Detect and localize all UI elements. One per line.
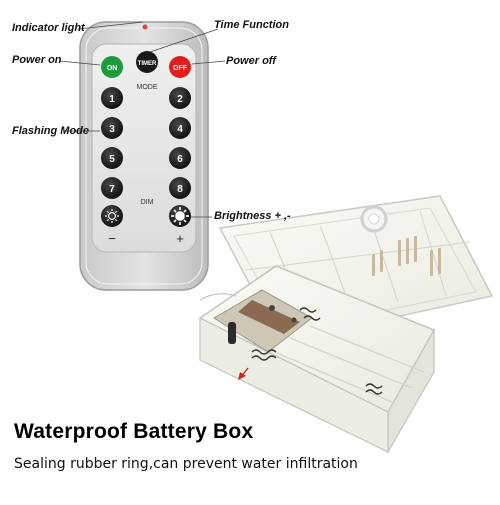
- off-label: OFF: [173, 65, 188, 72]
- indicator-light-icon: [142, 24, 148, 30]
- sun-small-icon: [105, 209, 119, 223]
- mode-button-5[interactable]: [101, 147, 123, 169]
- mode-button-8[interactable]: [169, 177, 191, 199]
- mode-button-label: 4: [177, 124, 183, 135]
- callout-power-on: Power on: [12, 54, 62, 66]
- power-off-button[interactable]: [169, 56, 191, 78]
- callout-brightness: Brightness + ,-: [214, 210, 291, 222]
- dim-label: DIM: [141, 199, 154, 206]
- mode-button-7[interactable]: [101, 177, 123, 199]
- power-on-button[interactable]: [101, 56, 123, 78]
- remote-control: ON TIMER OFF MODE 1 2 3 4 5 6 7 8 DIM − +: [79, 21, 209, 291]
- mode-button-6[interactable]: [169, 147, 191, 169]
- sun-large-icon: [171, 207, 189, 225]
- callout-lines: [59, 21, 226, 218]
- mode-button-label: 7: [109, 184, 115, 195]
- callout-time-function: Time Function: [214, 19, 289, 31]
- power-switch-icon[interactable]: [228, 322, 236, 344]
- plus-label: +: [176, 231, 184, 246]
- mode-button-label: 2: [177, 94, 183, 105]
- mode-button-label: 3: [109, 124, 115, 135]
- timer-button[interactable]: [136, 51, 158, 73]
- mode-button-label: 8: [177, 184, 183, 195]
- mode-button-label: 5: [109, 154, 115, 165]
- callout-indicator-light: Indicator light: [12, 22, 85, 34]
- timer-label: TIMER: [138, 61, 157, 67]
- caption-headline: Waterproof Battery Box: [14, 420, 254, 443]
- lid-engraving: [372, 236, 441, 276]
- minus-label: −: [108, 231, 116, 246]
- on-label: ON: [107, 65, 118, 72]
- mode-button-3[interactable]: [101, 117, 123, 139]
- dim-minus-button[interactable]: [101, 205, 123, 227]
- caption-subtext: Sealing rubber ring,can prevent water in…: [14, 456, 358, 472]
- battery-springs: [251, 307, 383, 395]
- callout-power-off: Power off: [226, 55, 276, 67]
- callout-flashing-mode: Flashing Mode: [12, 125, 89, 137]
- mode-button-label: 6: [177, 154, 183, 165]
- mode-button-1[interactable]: [101, 87, 123, 109]
- mode-button-grid: 1 2 3 4 5 6 7 8: [101, 87, 191, 199]
- mode-label: MODE: [137, 84, 158, 91]
- mode-button-2[interactable]: [169, 87, 191, 109]
- mode-button-4[interactable]: [169, 117, 191, 139]
- battery-box: [198, 195, 494, 455]
- mode-button-label: 1: [109, 94, 115, 105]
